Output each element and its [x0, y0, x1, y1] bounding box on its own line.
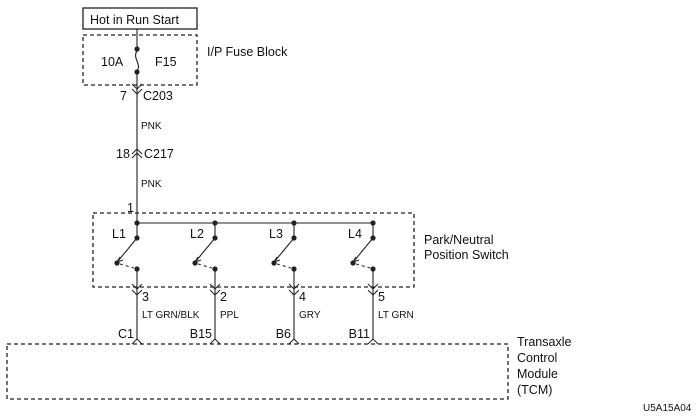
switch-connector-male [131, 289, 143, 296]
connector-c217: 18 C217 [116, 147, 174, 161]
tcm-pin: B15 [190, 327, 212, 341]
wire-color-label: PPL [220, 310, 239, 321]
tcm: Transaxle Control Module (TCM) [6, 335, 571, 400]
tcm-label-line1: Transaxle [517, 335, 571, 349]
switch-connector-female [131, 283, 143, 290]
fuse-block: I/P Fuse Block 10A F15 [82, 29, 288, 92]
switch-input-pin: 1 [127, 201, 134, 215]
contact-dashed-link [276, 263, 292, 269]
switch-connector-male [288, 289, 300, 296]
tcm-connector-symbol [209, 338, 221, 345]
fuse-terminal-bottom [134, 69, 140, 75]
fuse-block-outline [82, 34, 198, 86]
contact-open-dot [350, 260, 356, 266]
contact-dashed-link [197, 263, 213, 269]
c217-symbol-b [131, 152, 143, 159]
switch-out-pin: 4 [299, 290, 306, 304]
contact-open-dot [192, 260, 198, 266]
tcm-pin: B11 [349, 327, 370, 341]
switch-blade [117, 237, 138, 262]
tcm-outline [6, 343, 509, 400]
tcm-label-line2: Control [517, 351, 557, 365]
contact-dashed-link [119, 263, 135, 269]
wire-color-middle: PNK [141, 179, 162, 190]
park-neutral-switch: Park/Neutral Position Switch L1 3 LT GRN/B… [92, 212, 509, 345]
switch-outline [92, 212, 415, 288]
switch-out-pin: 2 [220, 290, 227, 304]
switch-blade [274, 237, 295, 262]
switch-connector-female [288, 283, 300, 290]
c217-symbol-a [131, 148, 143, 155]
power-source-label: Hot in Run Start [90, 13, 179, 27]
tcm-connector-symbol [288, 338, 300, 345]
tcm-connector-symbol [367, 338, 379, 345]
power-source: Hot in Run Start [82, 7, 198, 30]
switch-label-line2: Position Switch [424, 248, 509, 262]
switch-label-line1: Park/Neutral [424, 233, 493, 247]
c203-name: C203 [143, 89, 173, 103]
wire-color-label: LT GRN/BLK [142, 310, 200, 321]
contact-open-dot [271, 260, 277, 266]
switch-connector-male [209, 289, 221, 296]
connector-c203: 7 C203 [120, 83, 173, 103]
tcm-pin: C1 [118, 327, 134, 341]
c217-name: C217 [144, 147, 174, 161]
switch-out-pin: 3 [142, 290, 149, 304]
contact-name-l4: L4 [348, 227, 362, 241]
power-source-box [82, 7, 198, 30]
fuse-block-label: I/P Fuse Block [207, 45, 288, 59]
wire-color-label: LT GRN [378, 310, 414, 321]
contact-name-l1: L1 [112, 227, 126, 241]
contact-name-l3: L3 [269, 227, 283, 241]
tcm-pin: B6 [276, 327, 291, 341]
c203-pin: 7 [120, 89, 127, 103]
switch-connector-male [367, 289, 379, 296]
fuse-symbol [135, 50, 139, 72]
contact-dashed-link [355, 263, 371, 269]
figure-id: U5A15A04 [643, 403, 692, 414]
switch-blade [353, 237, 374, 262]
tcm-label-line4: (TCM) [517, 383, 552, 397]
contact-name-l2: L2 [190, 227, 204, 241]
switch-connector-female [209, 283, 221, 290]
fuse-rating: 10A [101, 55, 124, 69]
fuse-terminal-top [134, 46, 140, 52]
c217-pin: 18 [116, 147, 130, 161]
tcm-connector-symbol [131, 338, 143, 345]
wire-color-upper: PNK [141, 121, 162, 132]
fuse-id: F15 [155, 55, 177, 69]
wire-color-label: GRY [299, 310, 321, 321]
contact-open-dot [114, 260, 120, 266]
c203-female-symbol [131, 83, 143, 90]
switch-out-pin: 5 [378, 290, 385, 304]
switch-blade [195, 237, 216, 262]
tcm-label-line3: Module [517, 367, 558, 381]
switch-connector-female [367, 283, 379, 290]
